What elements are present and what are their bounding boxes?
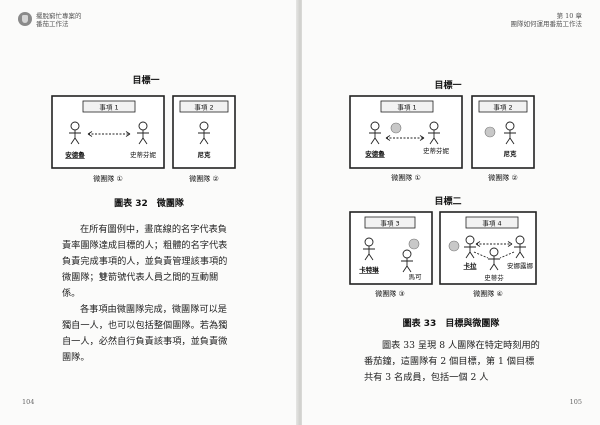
- team-1-label: 微團隊 ①: [391, 173, 421, 182]
- person-icon: [504, 121, 516, 145]
- interaction-arrow-icon: [473, 243, 515, 259]
- task-3-box: [364, 216, 416, 229]
- tomato-timer-icon: [390, 122, 402, 134]
- task-3-label: 事項 3: [380, 219, 399, 228]
- member-andrew: 安德魯: [65, 150, 85, 159]
- task-1-box: [82, 100, 136, 113]
- person-icon: [363, 237, 375, 261]
- team-2-label: 微團隊 ②: [488, 173, 518, 182]
- member-katherine: 卡特琳: [359, 265, 379, 274]
- member-nick: 尼克: [504, 149, 518, 158]
- goal-one-title: 目標一: [434, 79, 461, 91]
- right-header-line2: 團隊如何運用番茄工作法: [510, 20, 583, 28]
- left-paragraph-2: 各事項由微團隊完成，微團隊可以是獨自一人，也可以包括整個團隊。若為獨自一人，必然…: [62, 304, 228, 363]
- member-marco: 馬可: [409, 273, 423, 281]
- task-2-label: 事項 2: [194, 103, 213, 112]
- member-stephen: 史蒂芬: [484, 273, 504, 282]
- member-nick: 尼克: [198, 150, 212, 159]
- right-paragraph-1: 圖表 33 呈現 8 人團隊在特定時刻用的番茄鐘，這團隊有 2 個目標，第 1 …: [364, 340, 540, 383]
- goal-two-title: 目標二: [434, 195, 461, 207]
- right-header-line1: 第 10 章: [556, 12, 582, 20]
- task-1-label: 事項 1: [99, 103, 118, 112]
- right-running-header: 第 10 章 團隊如何運用番茄工作法: [511, 12, 583, 28]
- member-stephanie: 史蒂芬妮: [423, 146, 450, 155]
- book-logo-icon: [18, 12, 32, 26]
- team-4-label: 微團隊 ④: [473, 289, 503, 298]
- person-icon: [464, 235, 476, 259]
- person-icon: [69, 121, 81, 145]
- figure-32-caption: 圖表 32 微團隊: [114, 199, 184, 209]
- person-icon: [401, 249, 413, 273]
- figure-33-caption: 圖表 33 目標與微團隊: [402, 319, 500, 329]
- person-icon: [488, 247, 500, 271]
- person-icon: [428, 121, 440, 145]
- left-page-number: 104: [22, 398, 35, 406]
- person-icon: [137, 121, 149, 145]
- left-header-line1: 擺脫窮忙專案的: [36, 12, 82, 20]
- figure-33: 目標一 事項 1 安德魯 史蒂芬妮 事項 2 尼克 微團隊 ① 微團隊 ② 目標…: [349, 79, 537, 298]
- tomato-timer-icon: [448, 240, 460, 252]
- person-icon: [198, 121, 210, 145]
- left-page: 擺脫窮忙專案的 番茄工作法 目標一 事項 1 安德魯 史蒂芬妮 事項 2 尼克 …: [0, 0, 298, 425]
- member-stephanie: 史蒂芬妮: [130, 150, 157, 159]
- team-2-label: 微團隊 ②: [189, 174, 219, 183]
- member-annaluna: 安娜露娜: [507, 261, 534, 270]
- left-running-header: 擺脫窮忙專案的 番茄工作法: [36, 12, 82, 28]
- task-2-box: [179, 100, 229, 113]
- team-1-label: 微團隊 ①: [93, 174, 123, 183]
- task-2-label: 事項 2: [493, 103, 512, 112]
- right-body-text: 圖表 33 呈現 8 人團隊在特定時刻用的番茄鐘，這團隊有 2 個目標，第 1 …: [364, 338, 540, 386]
- person-icon: [369, 121, 381, 145]
- tomato-timer-icon: [484, 126, 496, 138]
- member-andrew: 安德魯: [365, 149, 385, 158]
- arrowheads-icon: [475, 241, 513, 247]
- left-body-text: 在所有圖例中，畫底線的名字代表負責率團隊達成目標的人；粗體的名字代表負責完成事項…: [62, 222, 234, 366]
- left-header-line2: 番茄工作法: [36, 20, 69, 28]
- left-paragraph-1: 在所有圖例中，畫底線的名字代表負責率團隊達成目標的人；粗體的名字代表負責完成事項…: [62, 224, 228, 299]
- task-2-box: [478, 100, 528, 113]
- task-4-box: [465, 216, 519, 229]
- arrowheads-icon: [87, 131, 131, 137]
- book-spine: [296, 0, 304, 425]
- task-1-box: [380, 100, 434, 113]
- task-1-label: 事項 1: [397, 103, 416, 112]
- tomato-timer-icon: [408, 238, 420, 250]
- member-karla: 卡拉: [464, 261, 478, 270]
- team-3-label: 微團隊 ③: [375, 289, 405, 298]
- task-4-label: 事項 4: [482, 219, 501, 228]
- right-page: 第 10 章 團隊如何運用番茄工作法 目標一 事項 1 安德魯 史蒂芬妮 事項 …: [302, 0, 600, 425]
- figure-32: 目標一 事項 1 安德魯 史蒂芬妮 事項 2 尼克 微團隊 ① 微團隊 ②: [51, 74, 236, 183]
- right-page-number: 105: [569, 398, 582, 406]
- arrowheads-icon: [385, 135, 425, 141]
- person-icon: [514, 235, 526, 259]
- goal-one-title: 目標一: [132, 74, 159, 86]
